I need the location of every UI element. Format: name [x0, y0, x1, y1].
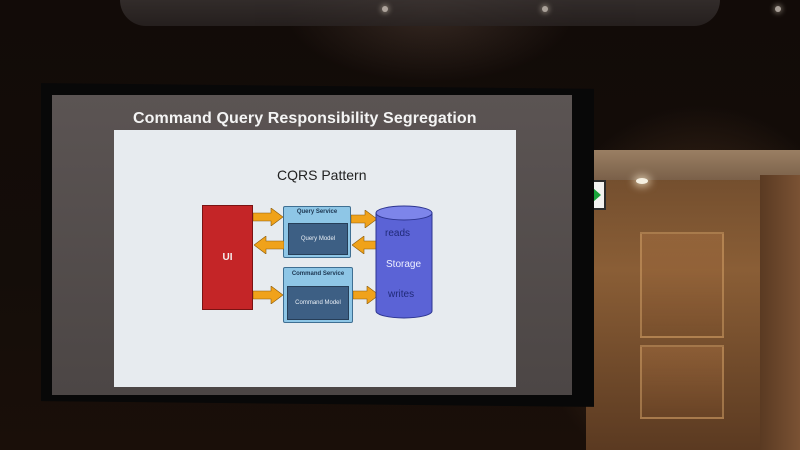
storage-writes-label: writes: [388, 289, 415, 300]
ceiling-light: [382, 6, 388, 12]
ceiling: [120, 0, 781, 26]
wall-pillar: [760, 175, 800, 450]
ceiling-light: [542, 6, 548, 12]
wall-panel: [640, 232, 724, 338]
ui-label: UI: [222, 252, 233, 263]
query-service-title: Query Service: [296, 209, 338, 215]
slide-content-area: [114, 130, 516, 387]
storage-cylinder: [375, 205, 433, 319]
storage-reads-label: reads: [385, 228, 411, 239]
arrow-query-service-to-storage: [351, 210, 377, 228]
spotlight: [636, 178, 648, 184]
command-service-box: Command Service Command Model: [283, 267, 353, 323]
slide-title: Command Query Responsibility Segregation: [133, 110, 477, 127]
command-model-box: Command Model: [287, 286, 349, 320]
query-model-box: Query Model: [288, 223, 348, 255]
command-service-title: Command Service: [291, 271, 345, 277]
arrow-ui-to-query-service: [253, 208, 283, 226]
ui-block: UI: [202, 205, 253, 310]
arrow-query-service-to-ui: [254, 236, 284, 254]
command-model-label: Command Model: [295, 300, 341, 306]
query-model-label: Query Model: [300, 236, 336, 242]
ceiling-light: [775, 6, 781, 12]
query-service-box: Query Service Query Model: [283, 206, 351, 258]
arrow-command-service-to-storage: [353, 286, 379, 304]
arrow-ui-to-command-service: [253, 286, 283, 304]
diagram-title: CQRS Pattern: [277, 167, 367, 183]
storage-label: Storage: [386, 259, 422, 270]
wall-panel: [640, 345, 724, 419]
